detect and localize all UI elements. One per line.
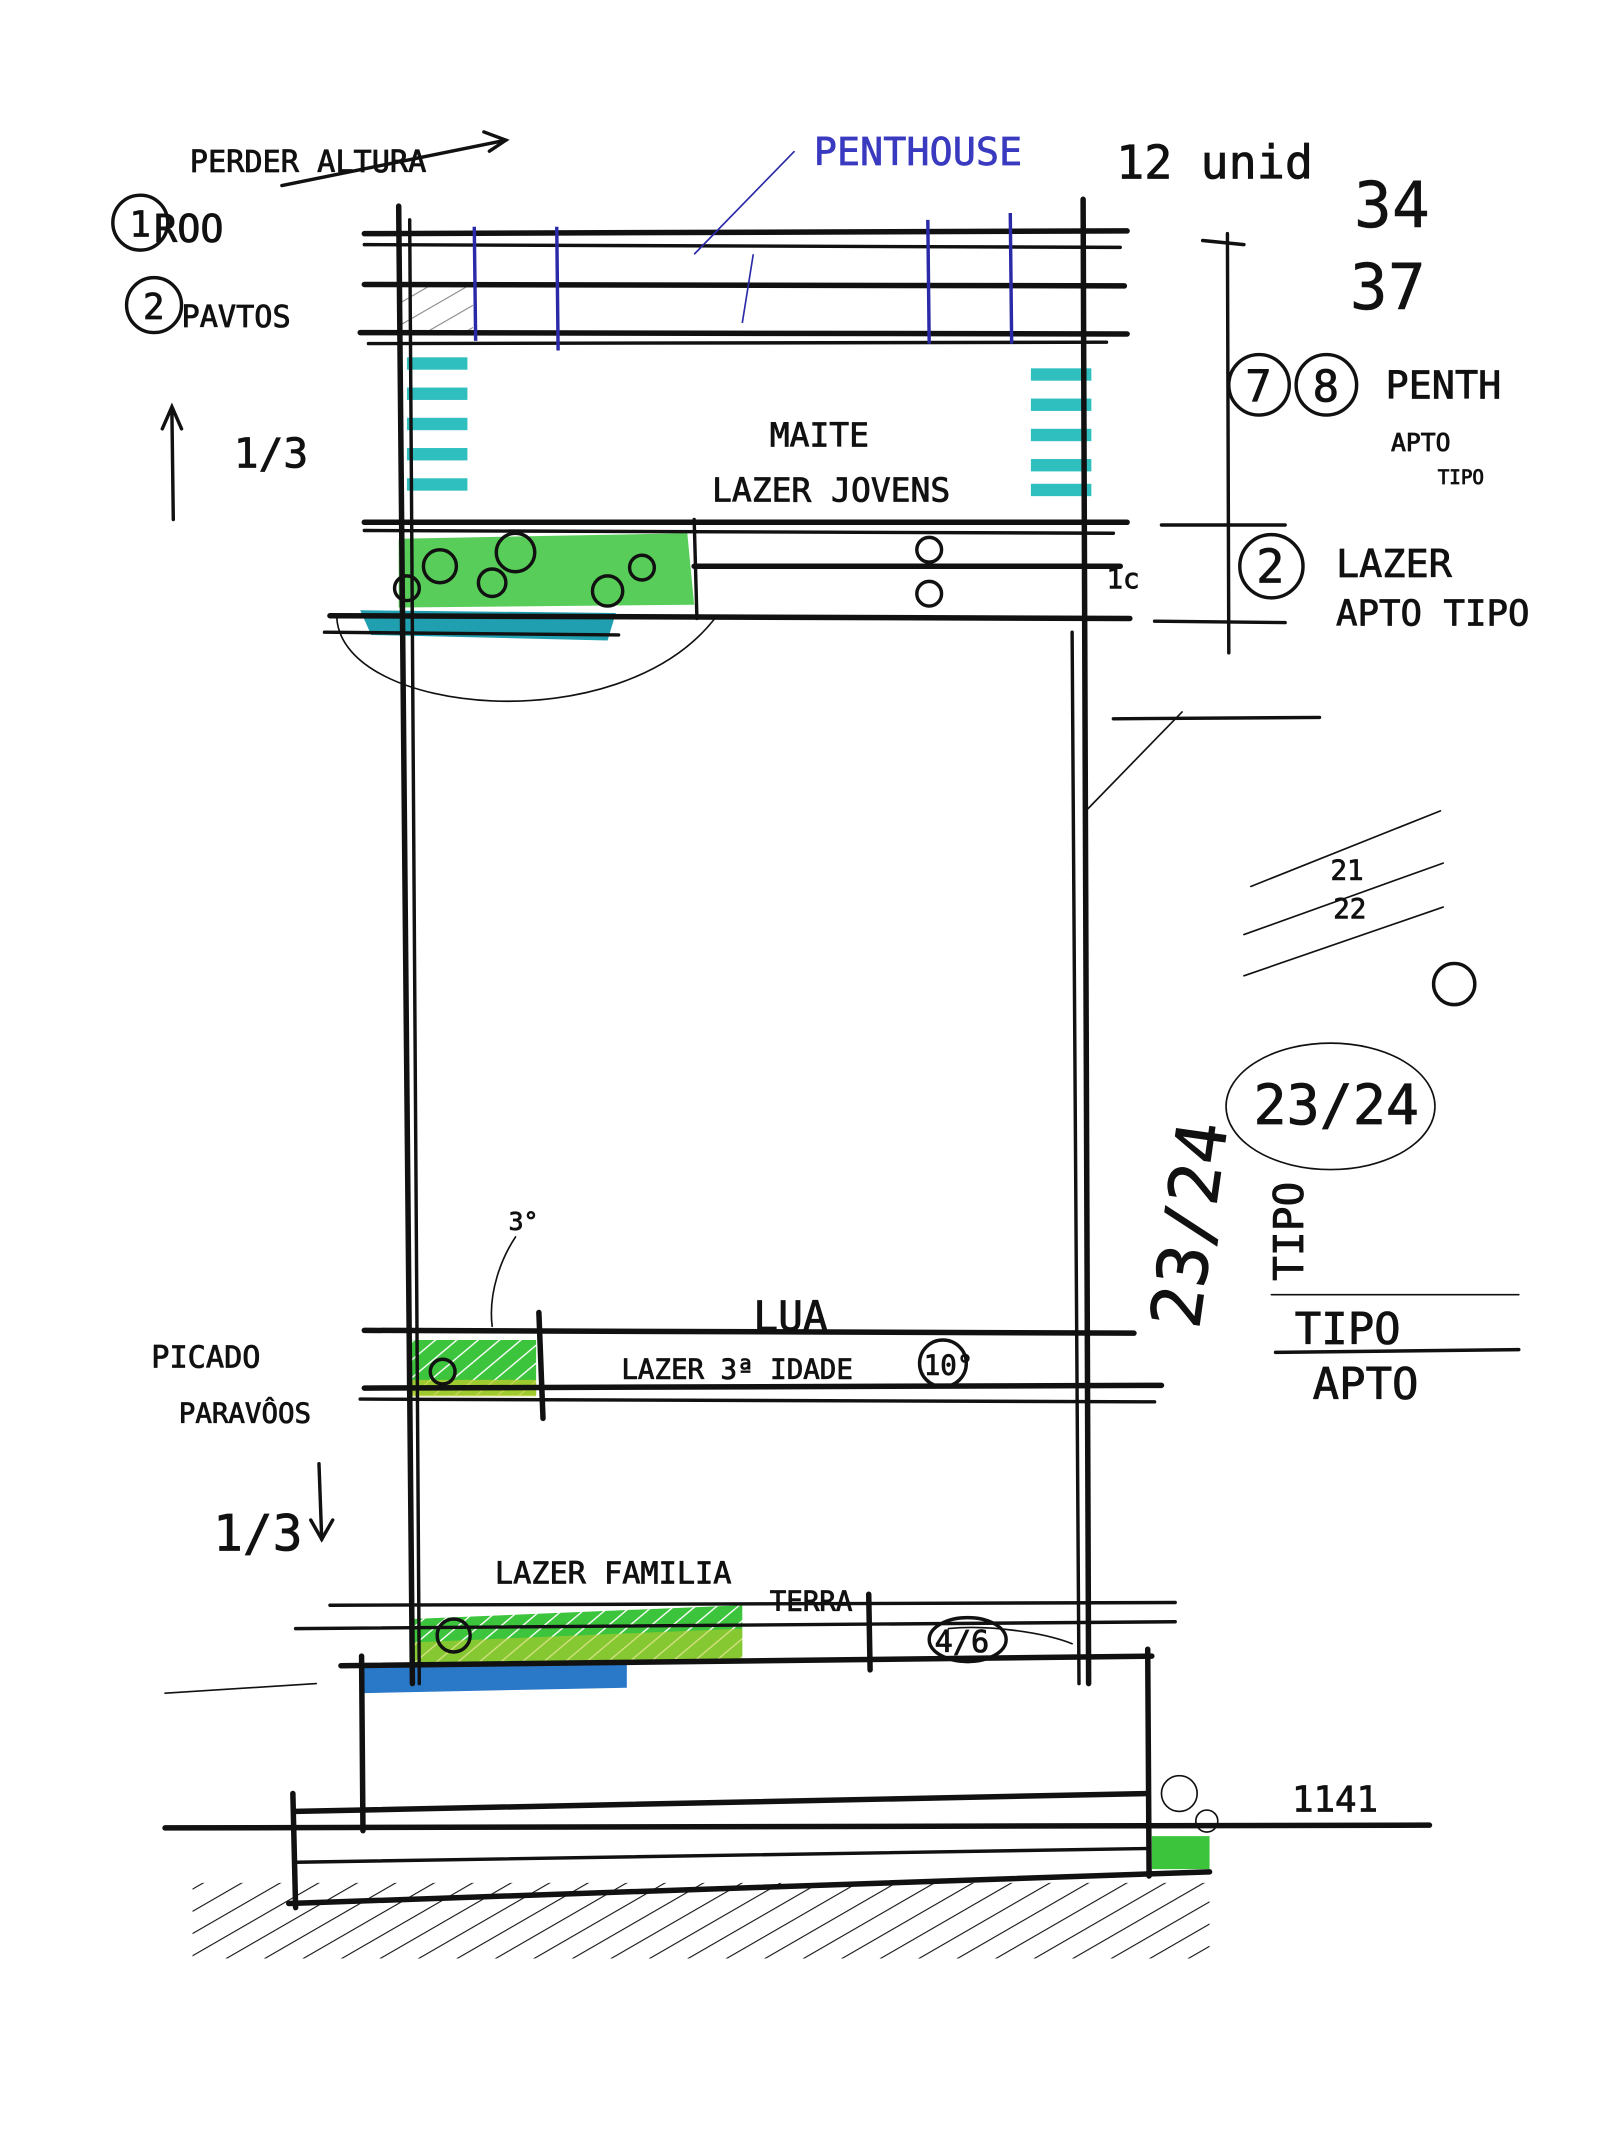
apto-label: APTO (1313, 1359, 1419, 1410)
units-note: 12 unid (1116, 137, 1313, 191)
teal-stripes-left (406, 357, 468, 491)
moon-label: LUA (753, 1292, 828, 1340)
count-37: 37 (1350, 250, 1426, 324)
floors-number: 2 (143, 287, 165, 328)
n21-label: 21 (1331, 855, 1364, 887)
lose-height-note: PERDER ALTURA (190, 145, 427, 180)
penthouse-num-8: 8 (1313, 361, 1339, 412)
upper-third-label: 1/3 (234, 429, 308, 477)
teal-stripes-right (1030, 368, 1092, 497)
leisure-num: 2 (1256, 541, 1284, 595)
ground-planting-green (1151, 1836, 1210, 1870)
penthouse-num-7: 7 (1245, 361, 1271, 412)
tipo-small: TIPO (1438, 466, 1484, 489)
dimension-lines (111, 130, 1521, 1664)
picado-label: PICADO (151, 1340, 260, 1375)
count-34: 34 (1354, 168, 1430, 242)
building-structure (162, 150, 1433, 1959)
lower-third-label: 1/3 (213, 1504, 302, 1562)
trees (392, 531, 944, 608)
n22-label: 22 (1333, 893, 1366, 925)
roof-number: 1 (129, 204, 151, 245)
youth-garden-green (398, 533, 695, 608)
floors-label: PAVTOS (182, 300, 291, 335)
labels: PERDER ALTURA PENTHOUSE 12 unid 34 37 1 … (129, 130, 1530, 1821)
penthouse-label: PENTHOUSE (814, 130, 1022, 175)
ratio-vertical: 23/24 (1136, 1117, 1244, 1333)
ground-label: TERRA (770, 1586, 853, 1618)
para-voos-label: PARAVÔOS (179, 1395, 311, 1429)
apto-tipo-label: APTO TIPO (1336, 593, 1530, 634)
family-garden-yellow (412, 1628, 743, 1666)
family-floor-label: 4/6 (935, 1625, 990, 1660)
upper-level-name: MAITE (770, 416, 869, 455)
family-pool-blue (360, 1660, 627, 1694)
family-leisure-label: LAZER FAMILIA (495, 1556, 732, 1591)
youth-leisure-label: LAZER JOVENS (712, 471, 950, 510)
tipo-vertical: TIPO (1265, 1182, 1313, 1281)
penthouse-hatch (401, 287, 473, 333)
small-3-label: 3° (509, 1207, 539, 1236)
tipo-label: TIPO (1295, 1304, 1401, 1355)
ratio-circled: 23/24 (1254, 1073, 1419, 1137)
leisure-right-label: LAZER (1336, 542, 1453, 587)
penth-label: PENTH (1385, 364, 1501, 409)
senior-floor-label: 10° (924, 1349, 974, 1381)
elevation-label: 1141 (1292, 1779, 1378, 1820)
apto-small: APTO (1391, 428, 1451, 457)
ground-hatch (192, 1882, 1210, 1959)
roof-label: ROO (154, 207, 223, 252)
senior-leisure-label: LAZER 3ª IDADE (621, 1353, 853, 1385)
small-1c-label: 1c (1106, 563, 1139, 595)
